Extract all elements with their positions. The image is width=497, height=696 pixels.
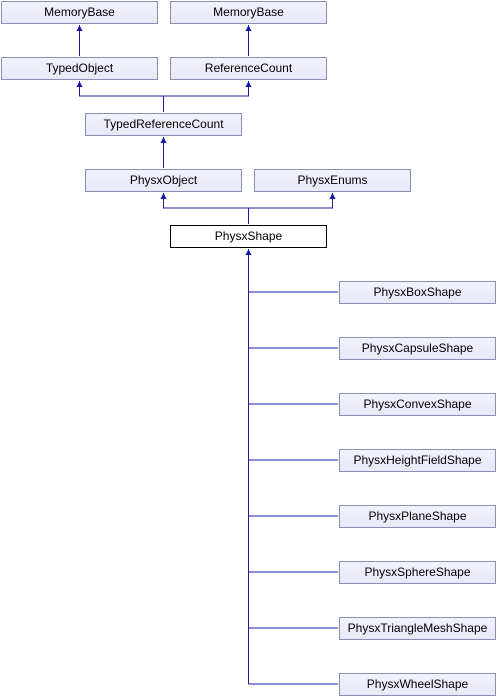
class-node-physxwheelshape[interactable]: PhysxWheelShape bbox=[339, 673, 496, 696]
class-node-physxshape-current: PhysxShape bbox=[170, 225, 327, 248]
class-node-memorybase-2[interactable]: MemoryBase bbox=[170, 1, 327, 24]
class-node-typedreferencecount[interactable]: TypedReferenceCount bbox=[85, 113, 242, 136]
class-node-physxsphereshape[interactable]: PhysxSphereShape bbox=[339, 561, 496, 584]
class-node-physxboxshape[interactable]: PhysxBoxShape bbox=[339, 281, 496, 304]
class-node-typedobject[interactable]: TypedObject bbox=[1, 57, 158, 80]
edge-typedreferencecount-referencecount bbox=[163, 81, 252, 97]
edge-physxshape-physxenums bbox=[248, 193, 336, 209]
class-node-physxobject[interactable]: PhysxObject bbox=[85, 169, 242, 192]
class-node-physxenums[interactable]: PhysxEnums bbox=[254, 169, 411, 192]
edge-typedreferencecount-typedobject bbox=[76, 81, 164, 112]
class-node-memorybase-1[interactable]: MemoryBase bbox=[1, 1, 158, 24]
class-node-referencecount[interactable]: ReferenceCount bbox=[170, 57, 327, 80]
class-node-physxtrianglemeshshape[interactable]: PhysxTriangleMeshShape bbox=[339, 617, 496, 640]
class-node-physxplaneshape[interactable]: PhysxPlaneShape bbox=[339, 505, 496, 528]
edge-physxshape-physxobject bbox=[160, 193, 249, 224]
class-node-physxheightfieldshape[interactable]: PhysxHeightFieldShape bbox=[339, 449, 496, 472]
class-node-physxconvexshape[interactable]: PhysxConvexShape bbox=[339, 393, 496, 416]
class-node-physxcapsuleshape[interactable]: PhysxCapsuleShape bbox=[339, 337, 496, 360]
